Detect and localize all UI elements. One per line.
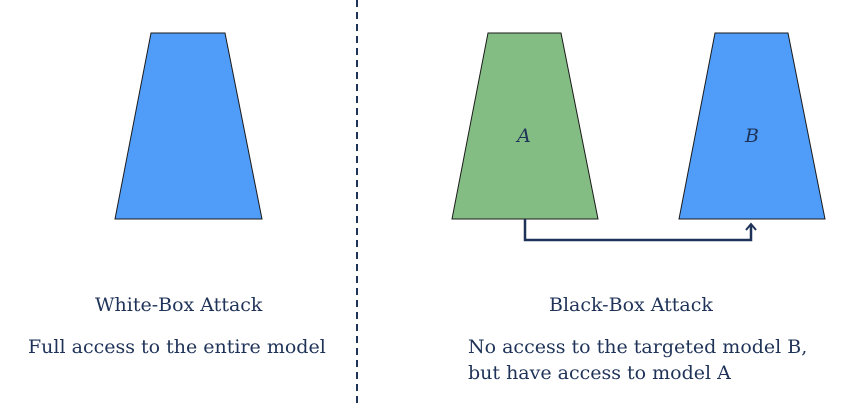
model-a-shape [451,32,599,220]
white-box-title: White-Box Attack [95,294,263,316]
black-box-title: Black-Box Attack [549,294,713,316]
black-box-description-line2: but have access to model A [468,362,731,384]
model-a-label: A [515,125,531,147]
transfer-arrow [523,219,753,242]
model-b-label: B [744,125,759,147]
white-box-model-shape [114,32,263,220]
white-box-description: Full access to the entire model [28,336,326,358]
arrow-head-icon [745,222,757,231]
black-box-description-line1: No access to the targeted model B, [468,336,808,358]
model-b-shape [678,32,826,220]
